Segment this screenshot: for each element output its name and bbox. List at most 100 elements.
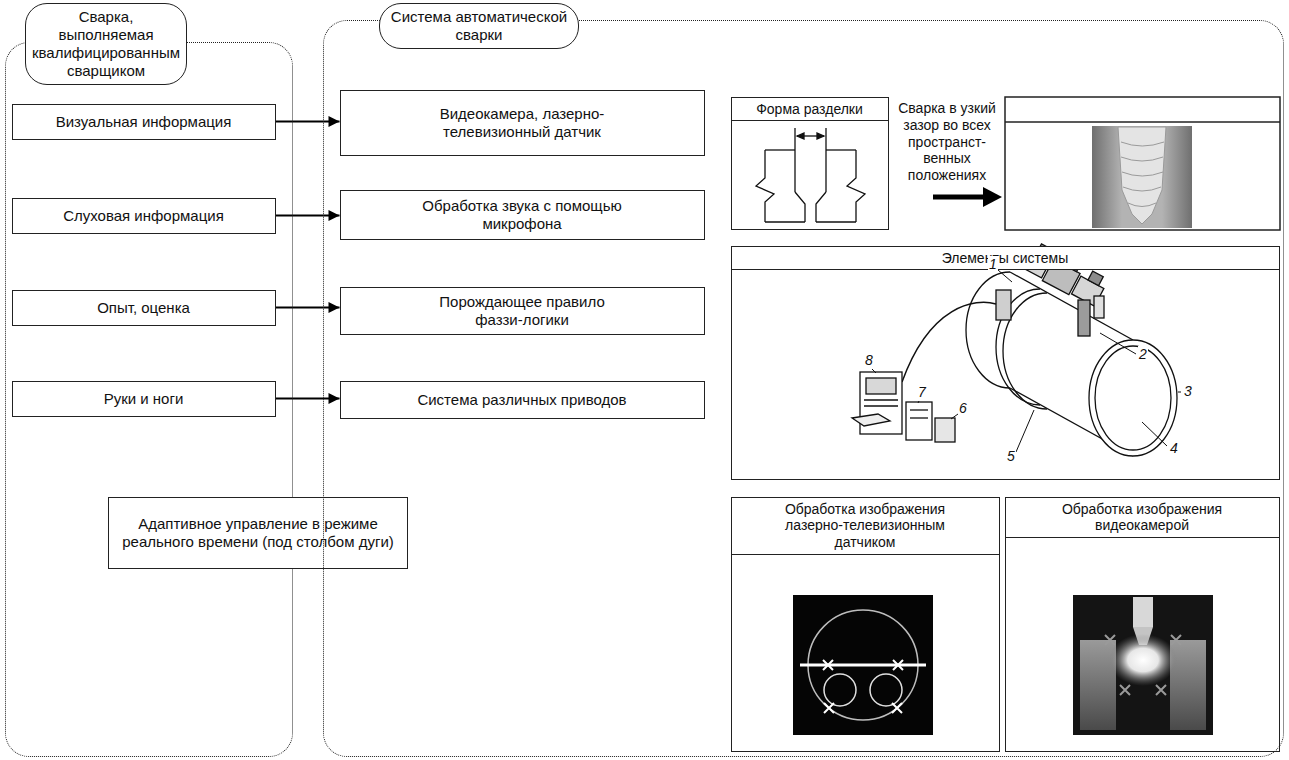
callout-number: 6 <box>958 400 968 417</box>
panel-heading: Элементы системы <box>732 247 1279 271</box>
callout-number: 7 <box>917 384 927 401</box>
panel-heading: Форма разделки <box>732 98 888 122</box>
welding-system-figure-part <box>864 405 898 406</box>
box-text: Порождающее правило фаззи-логики <box>427 293 617 329</box>
video-camera-image <box>1073 595 1213 735</box>
welding-system-figure-part <box>1078 300 1090 336</box>
process-arrow-part <box>933 195 986 200</box>
process-box: Опыт, оценка <box>12 290 276 326</box>
weld-photo-box-part <box>1122 172 1163 176</box>
laser-sensor-image-part <box>823 660 833 670</box>
welding-system-figure-part <box>852 414 890 426</box>
group-panel: Визуальная информацияСлуховая информация… <box>5 42 293 757</box>
leader-lines-part <box>998 270 1012 282</box>
process-box: Адаптивное управление в режиме реального… <box>108 497 408 569</box>
weld-photo-box-part <box>1005 97 1280 230</box>
weld-photo-box-part <box>1123 187 1161 191</box>
groove-shape-figure-part <box>756 150 774 222</box>
process-box: Слуховая информация <box>12 198 276 234</box>
figure-panel: Элементы системы <box>731 246 1280 480</box>
leader-lines-part <box>951 414 958 419</box>
leader-lines-part <box>1142 422 1167 446</box>
groove-shape-figure-part <box>816 192 826 222</box>
welding-system-figure-part <box>966 272 1010 388</box>
welding-system-figure-part <box>866 378 896 394</box>
figure-panel: Обработка изображения видеокамерой <box>1005 497 1280 752</box>
video-camera-image-part <box>1073 595 1213 735</box>
laser-sensor-image-part <box>870 674 902 706</box>
flow-arrow <box>276 121 340 123</box>
groove-shape-figure-part <box>794 128 795 192</box>
welding-system-figure-part <box>910 417 928 418</box>
laser-sensor-image-part <box>892 703 902 713</box>
groove-shape-figure-part <box>825 128 826 192</box>
welding-system-figure-part <box>1095 346 1171 450</box>
groove-shape-figure-part <box>765 149 795 150</box>
process-box: Визуальная информация <box>12 104 276 140</box>
callout-number: 4 <box>1169 440 1179 457</box>
callout-number: 3 <box>1183 383 1193 400</box>
laser-sensor-image-part <box>893 660 903 670</box>
welding-system-figure-part <box>902 302 996 382</box>
flow-arrow <box>276 307 340 309</box>
callout-number: 1 <box>988 256 998 273</box>
video-camera-image-part <box>1156 685 1166 695</box>
figure-panel: Форма разделки <box>731 97 889 230</box>
weld-photo-box-part <box>1128 203 1156 207</box>
arrow-label: Сварка в узкий зазор во всех пространст-… <box>891 100 1003 184</box>
weld-photo-box <box>1005 97 1280 230</box>
panel-heading: Обработка изображения видеокамерой <box>1006 498 1279 539</box>
groove-shape-figure-part <box>816 221 856 222</box>
process-box: Руки и ноги <box>12 381 276 417</box>
laser-sensor-image-part <box>793 595 933 735</box>
welding-system-figure-part <box>996 290 1011 320</box>
leader-lines-part <box>1178 392 1181 393</box>
welding-system-figure-part <box>864 399 898 400</box>
box-text: Слуховая информация <box>63 207 224 225</box>
process-box: Порождающее правило фаззи-логики <box>340 287 705 335</box>
callout-number: 2 <box>1138 346 1148 363</box>
laser-sensor-image-part <box>824 703 834 713</box>
figure-panel: Обработка изображения лазерно-телевизион… <box>731 497 1000 752</box>
welding-system-figure-part <box>935 418 955 442</box>
leader-lines-part <box>1016 410 1034 452</box>
group-heading: Система автоматической сварки <box>379 3 579 49</box>
flow-arrow <box>276 215 340 217</box>
box-text: Адаптивное управление в режиме реального… <box>117 515 399 551</box>
video-camera-image-part <box>1133 597 1153 627</box>
welding-system-figure-part <box>1094 296 1104 318</box>
process-arrow-part <box>983 187 1002 207</box>
groove-shape-figure <box>756 128 865 222</box>
welding-system-figure-part <box>1089 340 1177 456</box>
box-text: Система различных приводов <box>417 391 626 409</box>
panel-heading: Обработка изображения лазерно-телевизион… <box>732 498 999 555</box>
weld-photo-box-part <box>1005 121 1280 123</box>
laser-sensor-image <box>793 595 933 735</box>
laser-sensor-image-part <box>800 664 926 667</box>
flow-arrow <box>276 398 340 400</box>
laser-sensor-image-part <box>824 674 856 706</box>
weld-photo-box-part <box>1118 127 1166 224</box>
weld-photo-box-part <box>1121 142 1164 146</box>
process-arrow <box>933 187 1002 207</box>
process-box: Обработка звука с помощью микрофона <box>340 190 705 240</box>
process-box: Система различных приводов <box>340 381 705 419</box>
video-camera-image-part <box>1105 635 1115 645</box>
leader-lines-part <box>872 369 876 373</box>
groove-shape-figure-part <box>797 133 804 139</box>
welding-system-figure-part <box>906 402 932 440</box>
box-text: Видеокамера, лазерно-телевизионный датчи… <box>422 105 622 141</box>
callout-number: 5 <box>1006 448 1016 465</box>
group-heading: Сварка, выполняемая квалифицированным св… <box>25 3 187 85</box>
leader-lines <box>872 270 1181 452</box>
box-text: Руки и ноги <box>104 390 184 408</box>
group-panel: Видеокамера, лазерно-телевизионный датчи… <box>323 20 1284 757</box>
box-text: Обработка звука с помощью микрофона <box>402 197 642 233</box>
groove-shape-figure-part <box>765 221 805 222</box>
groove-shape-figure-part <box>817 133 824 139</box>
groove-shape-figure-part <box>795 192 805 222</box>
leader-lines-part <box>1100 333 1136 354</box>
process-box: Видеокамера, лазерно-телевизионный датчи… <box>340 90 705 156</box>
groove-shape-figure-part <box>826 149 856 150</box>
